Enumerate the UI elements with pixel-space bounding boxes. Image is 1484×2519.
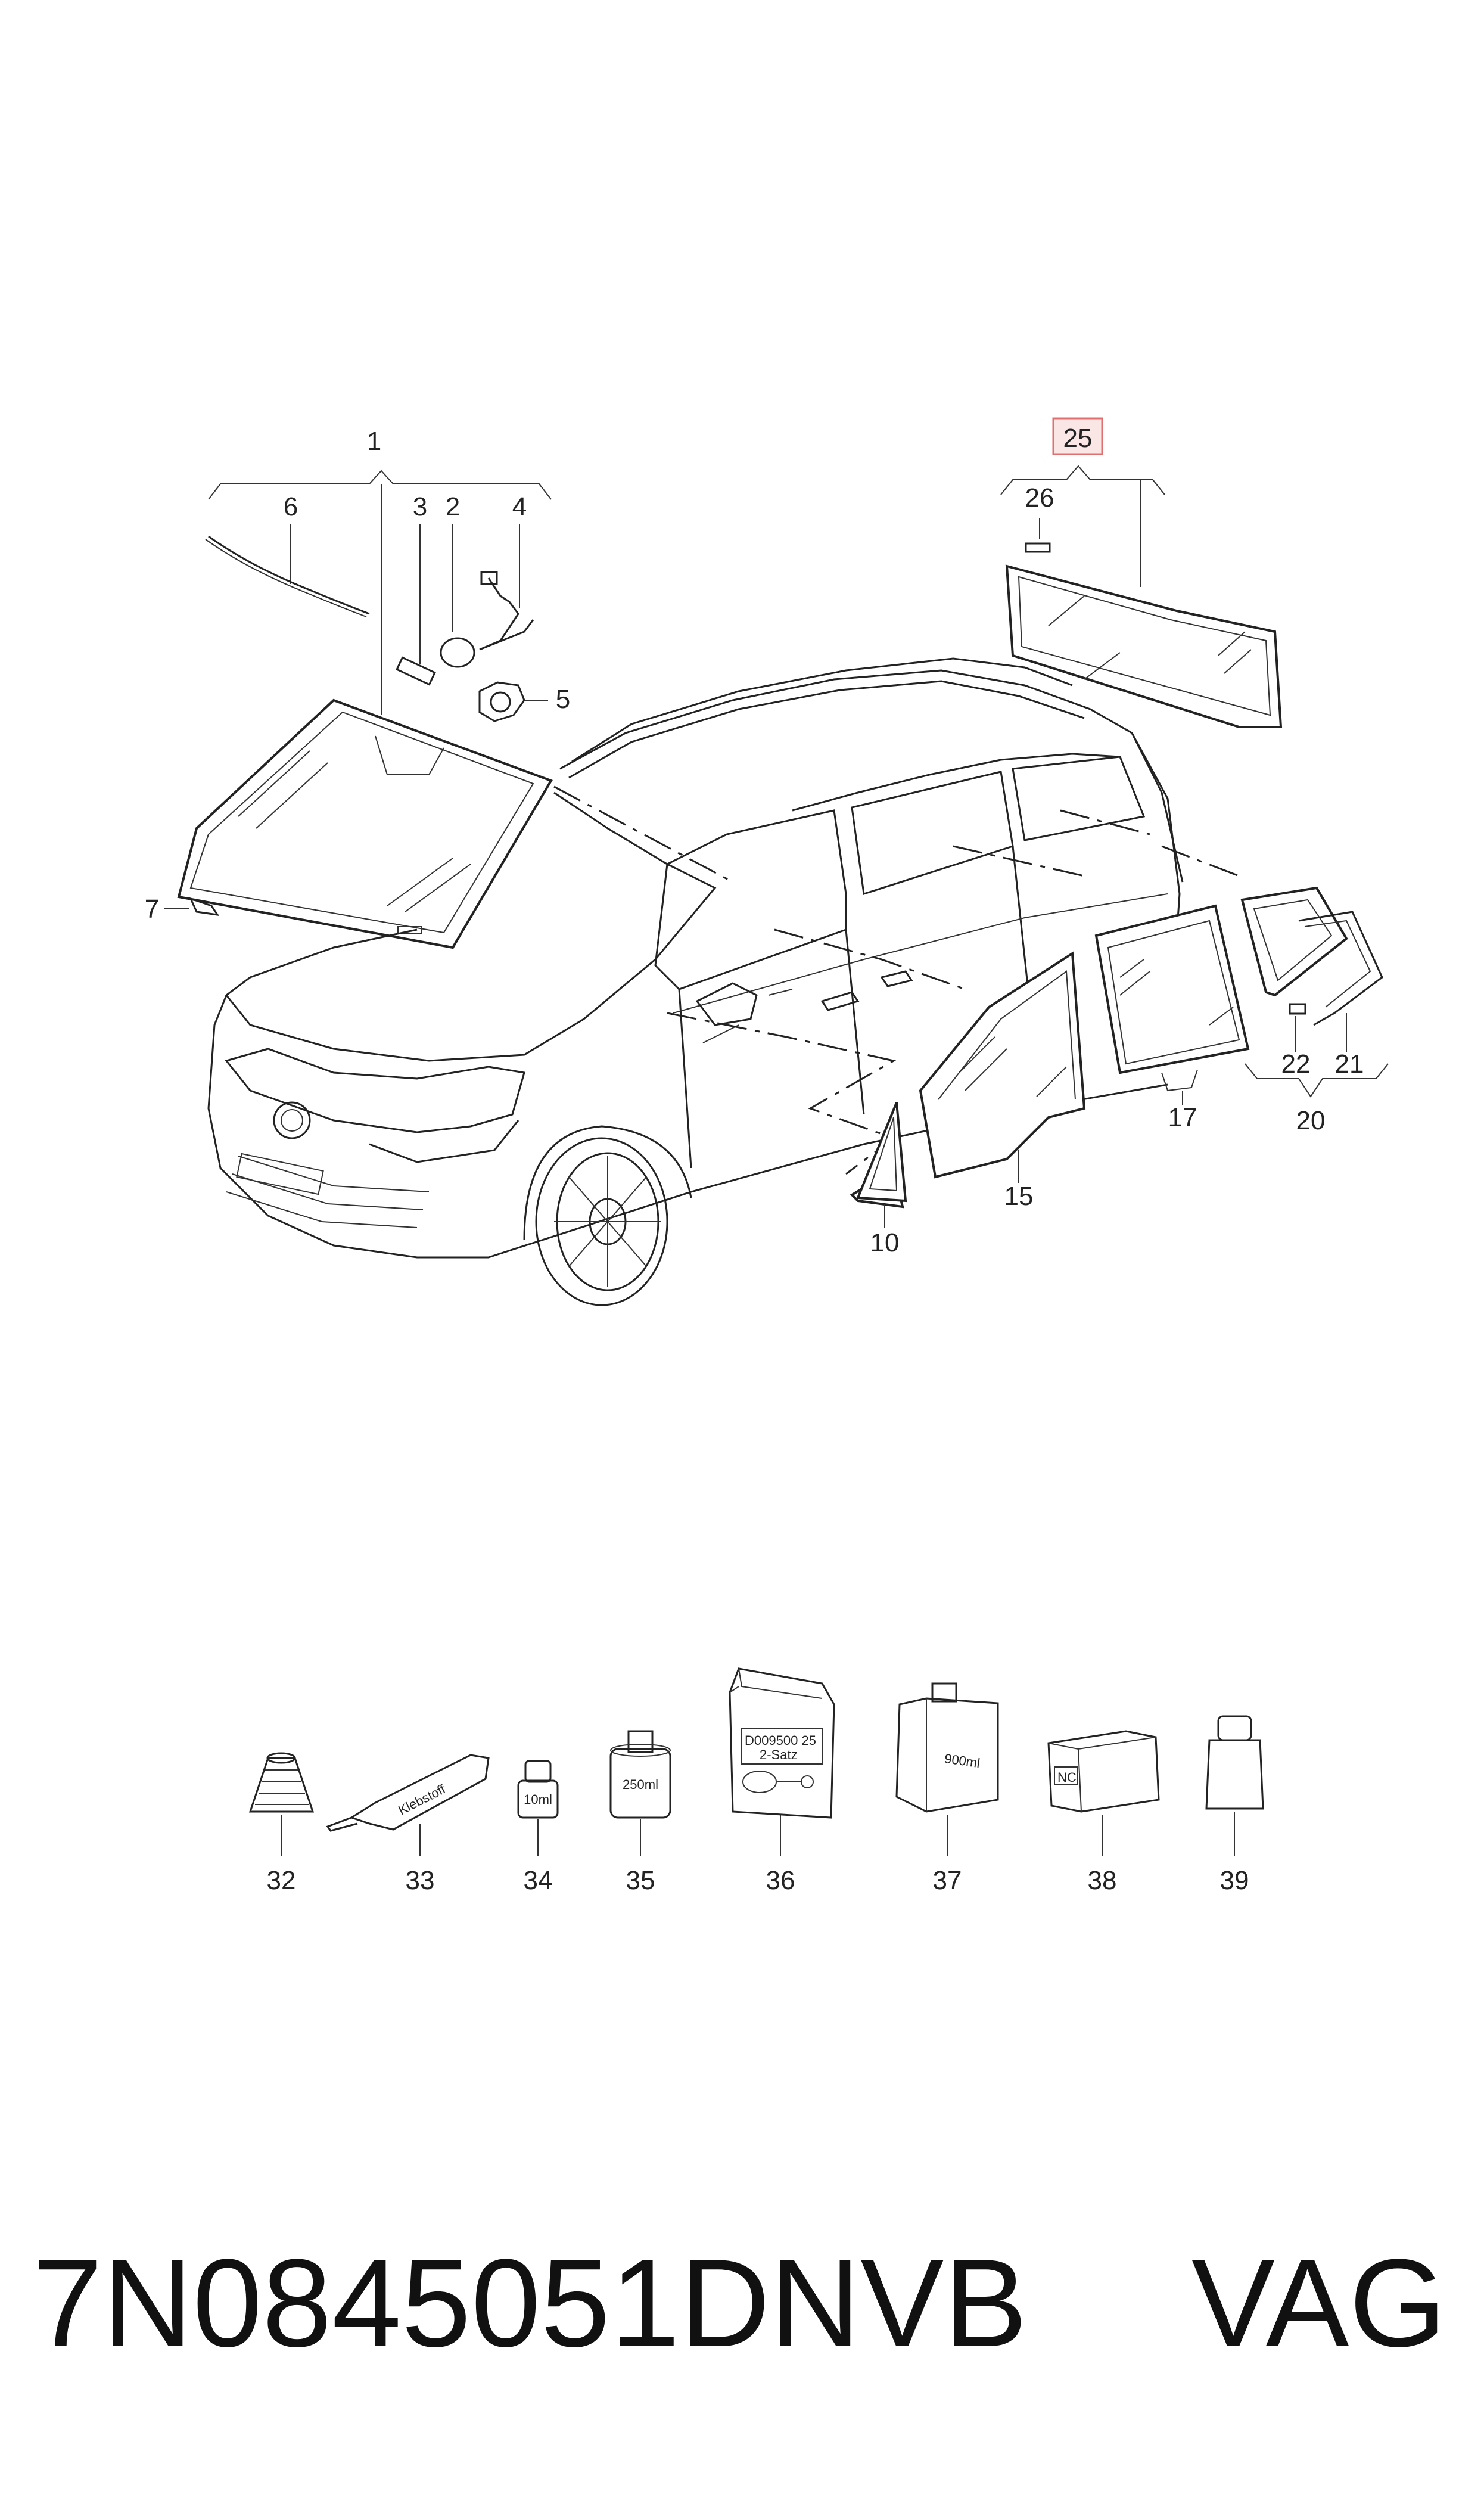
callout-20[interactable]: 20 xyxy=(1296,1106,1326,1135)
part-38-box[interactable]: NC 38 xyxy=(1047,1730,1160,1895)
callout-39[interactable]: 39 xyxy=(1220,1866,1249,1895)
vehicle-body xyxy=(207,657,1184,1306)
bag-label-1: D009500 25 xyxy=(745,1733,816,1748)
brand-label: VAG xyxy=(1191,2233,1446,2373)
part-25-rear-window-assembly[interactable]: 25 26 xyxy=(1000,417,1283,728)
callout-21[interactable]: 21 xyxy=(1335,1049,1364,1079)
callout-7[interactable]: 7 xyxy=(145,894,159,924)
part-34-small-bottle[interactable]: 10ml 34 xyxy=(517,1760,559,1895)
callout-3[interactable]: 3 xyxy=(413,492,427,521)
callout-35[interactable]: 35 xyxy=(626,1866,655,1895)
callout-32[interactable]: 32 xyxy=(267,1866,296,1895)
callout-37[interactable]: 37 xyxy=(933,1866,962,1895)
part-36-repair-kit-bag[interactable]: D009500 25 2-Satz 36 xyxy=(729,1667,835,1895)
callout-22[interactable]: 22 xyxy=(1281,1049,1311,1079)
part-37-jug[interactable]: 900ml 37 xyxy=(895,1682,999,1895)
part-39-bottle[interactable]: 39 xyxy=(1205,1715,1264,1895)
part-3-block[interactable]: 3 xyxy=(396,492,436,686)
part-10-quarter-glass[interactable]: 10 xyxy=(850,1102,907,1257)
bracket-group-1: 1 xyxy=(208,427,552,715)
tube-label: Klebstoff xyxy=(396,1781,448,1818)
small-bottle-label: 10ml xyxy=(524,1792,552,1807)
callout-6[interactable]: 6 xyxy=(284,492,298,521)
part-32-seal-coil[interactable]: 32 xyxy=(248,1752,315,1895)
callout-2[interactable]: 2 xyxy=(446,492,460,521)
callout-25-highlight xyxy=(1052,417,1103,455)
part-2-pad[interactable]: 2 xyxy=(440,492,475,668)
box-label: NC xyxy=(1057,1770,1077,1785)
part-20-rear-quarter-assembly[interactable]: 22 21 20 xyxy=(1240,886,1389,1135)
callout-4[interactable]: 4 xyxy=(512,492,527,521)
jug-label: 900ml xyxy=(944,1751,981,1771)
callout-26[interactable]: 26 xyxy=(1025,483,1054,513)
callout-34[interactable]: 34 xyxy=(524,1866,553,1895)
part-number-label: 7N0845051DNVB xyxy=(33,2233,1028,2373)
callout-1[interactable]: 1 xyxy=(367,427,381,456)
callout-25[interactable]: 25 xyxy=(1063,424,1093,453)
callout-10[interactable]: 10 xyxy=(870,1228,900,1257)
callout-33[interactable]: 33 xyxy=(406,1866,435,1895)
part-7-clip[interactable]: 7 xyxy=(145,894,220,924)
part-4-sensor-cable[interactable]: 4 xyxy=(479,492,534,651)
windscreen-glass[interactable] xyxy=(177,698,553,949)
part-15-front-door-glass[interactable]: 15 xyxy=(919,951,1086,1211)
part-33-adhesive-tube[interactable]: Klebstoff 33 xyxy=(326,1754,490,1895)
part-6-moulding[interactable]: 6 xyxy=(205,492,370,617)
callout-15[interactable]: 15 xyxy=(1004,1182,1034,1211)
bag-label-2: 2-Satz xyxy=(760,1747,798,1762)
callout-38[interactable]: 38 xyxy=(1088,1866,1117,1895)
can-label: 250ml xyxy=(623,1777,658,1792)
part-35-primer-can[interactable]: 250ml 35 xyxy=(609,1730,671,1895)
callout-17[interactable]: 17 xyxy=(1168,1103,1197,1132)
part-17-sliding-door-glass[interactable]: 17 xyxy=(1094,904,1250,1132)
callout-36[interactable]: 36 xyxy=(766,1866,795,1895)
callout-5[interactable]: 5 xyxy=(556,685,570,714)
part-5-sensor[interactable]: 5 xyxy=(478,681,570,722)
